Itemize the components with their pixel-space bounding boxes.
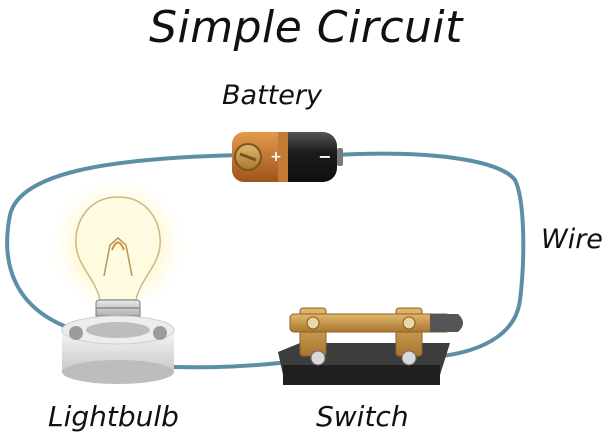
wire-label: Wire	[541, 224, 603, 255]
lightbulb	[46, 173, 190, 384]
diagram-title: Simple Circuit	[149, 2, 463, 53]
battery-label: Battery	[222, 80, 322, 111]
battery: + −	[232, 132, 343, 182]
battery-negative-sign: −	[318, 147, 331, 166]
switch-label: Switch	[316, 400, 409, 433]
knife-switch	[278, 307, 463, 385]
battery-positive-sign: +	[270, 149, 282, 165]
lightbulb-label: Lightbulb	[48, 400, 179, 433]
